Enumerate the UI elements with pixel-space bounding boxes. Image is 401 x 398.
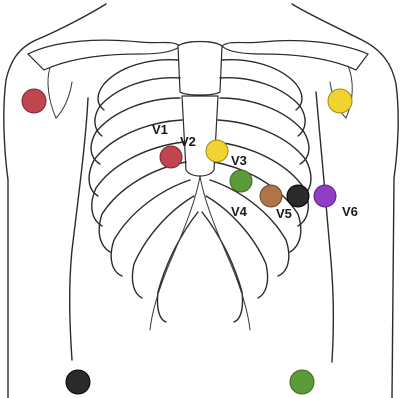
- label-v3: V3: [231, 153, 247, 168]
- label-v2: V2: [180, 134, 196, 149]
- costal-margin: [150, 176, 250, 330]
- electrode-left-arm: [328, 89, 352, 113]
- electrode-v5: [287, 185, 309, 207]
- label-v5: V5: [276, 206, 292, 221]
- electrode-v6: [314, 185, 336, 207]
- label-v1: V1: [152, 122, 168, 137]
- electrode-right-leg: [66, 370, 90, 394]
- label-v4: V4: [231, 204, 248, 219]
- label-v6: V6: [342, 204, 358, 219]
- electrode-v4: [260, 185, 282, 207]
- electrode-v3: [230, 170, 252, 192]
- electrode-right-arm: [22, 89, 46, 113]
- electrode-v2: [206, 140, 228, 162]
- electrode-left-leg: [290, 370, 314, 394]
- electrode-v1: [160, 146, 182, 168]
